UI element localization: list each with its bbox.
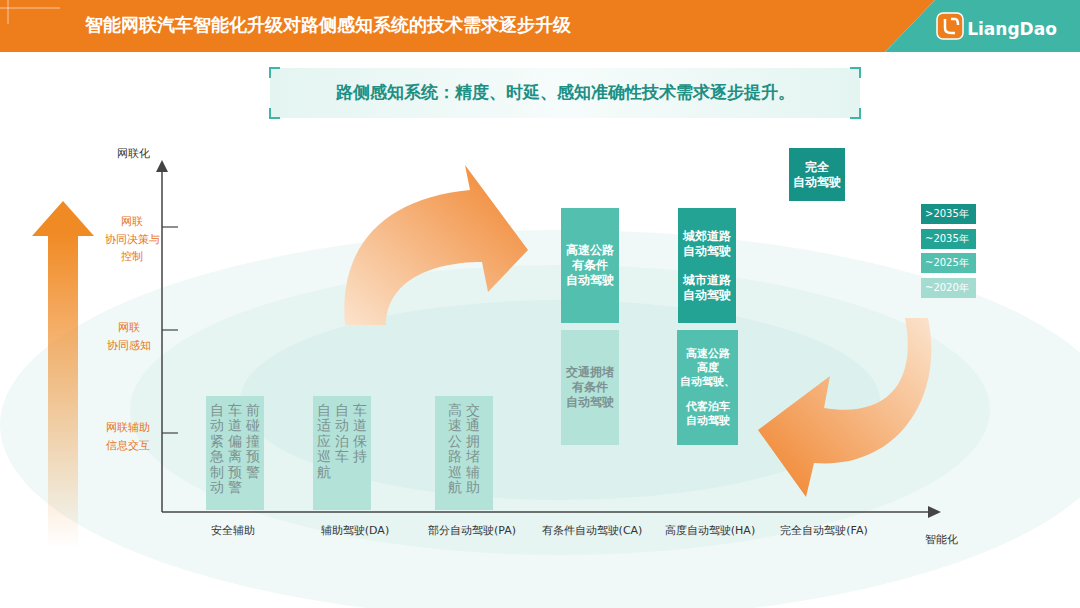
axis-tick-label: 高度自动驾驶(HA)	[652, 522, 768, 540]
axis-tick	[162, 432, 178, 433]
axis-tick-label: 网联 协同感知	[99, 319, 159, 354]
logo-icon	[937, 13, 963, 39]
node-text: 城郊道路 自动驾驶	[680, 229, 734, 259]
node-text: 前碰撞预警	[246, 403, 260, 480]
banner-corner	[885, 0, 1080, 52]
subtitle-box: 路侧感知系统：精度、时延、感知准确性技术需求逐步提升。	[270, 68, 860, 118]
feature-box: 交通拥堵辅助高速公路巡航	[435, 396, 493, 510]
feature-box: 交通拥堵 有条件 自动驾驶	[561, 330, 619, 445]
axis-title: 智能化	[916, 531, 966, 549]
axis-tick-label: 完全自动驾驶(FA)	[766, 522, 882, 540]
node-text: 自适应巡航	[317, 403, 331, 480]
axis-tick-label: 安全辅助	[178, 522, 288, 540]
node-text: 城市道路 自动驾驶	[680, 273, 734, 303]
legend-text: ~2020年	[925, 281, 969, 295]
legend-text: >2035年	[925, 207, 969, 221]
feature-box: 前碰撞预警车道偏离预警自动紧急制动	[206, 396, 264, 510]
node-text: 车道保持	[353, 403, 367, 465]
legend-text: ~2025年	[925, 256, 969, 270]
banner-decor	[8, 0, 9, 24]
legend-swatch: ~2020年	[921, 278, 976, 298]
node-text: 代客泊车 自动驾驶	[679, 400, 736, 428]
axis-tick-label: 网联 协同决策与 控制	[97, 213, 167, 266]
feature-box: 高速公路 高度 自动驾驶、代客泊车 自动驾驶	[677, 330, 738, 445]
banner-decor	[0, 8, 60, 9]
legend-swatch: ~2035年	[921, 229, 976, 249]
node-text: 高速公路 高度 自动驾驶、	[679, 347, 736, 388]
axis-tick-label: 部分自动驾驶(PA)	[414, 522, 530, 540]
big-arrow-head	[32, 201, 94, 236]
axis-title: 网联化	[108, 145, 158, 163]
axis-tick	[162, 329, 178, 330]
axis-arrowhead	[928, 506, 941, 518]
node-text: 交通拥堵辅助	[466, 403, 480, 495]
feature-box: 完全 自动驾驶	[789, 148, 845, 201]
feature-box: 城郊道路 自动驾驶城市道路 自动驾驶	[678, 208, 736, 323]
node-text: 自动泊车	[335, 403, 349, 465]
subtitle-ground	[270, 68, 860, 118]
big-arrow-shaft	[48, 232, 78, 548]
node-text: 路侧感知系统：精度、时延、感知准确性技术需求逐步提升。	[336, 82, 795, 103]
logo-icon	[945, 19, 958, 33]
page-title: 智能网联汽车智能化升级对路侧感知系统的技术需求逐步升级	[85, 13, 571, 37]
axis-tick-label: 网联辅助 信息交互	[98, 419, 158, 454]
node-text: 车道偏离预警	[228, 403, 242, 495]
node-text: 完全 自动驾驶	[791, 160, 843, 190]
node-text: 交通拥堵 有条件 自动驾驶	[563, 365, 617, 410]
title-banner	[0, 0, 935, 52]
node-text: 高速公路巡航	[448, 403, 462, 495]
x-axis	[162, 511, 930, 513]
curved-arrow	[758, 318, 931, 497]
legend-text: ~2035年	[925, 232, 969, 246]
axis-tick	[162, 226, 178, 227]
axis-tick-label: 有条件自动驾驶(CA)	[534, 522, 650, 540]
axis-arrowhead	[156, 160, 168, 172]
axis-tick-label: 辅助驾驶(DA)	[300, 522, 410, 540]
y-axis	[161, 170, 163, 512]
corner-bracket	[270, 68, 860, 118]
feature-box: 车道保持自动泊车自适应巡航	[313, 396, 371, 510]
node-text: 自动紧急制动	[210, 403, 224, 495]
logo-text: LiangDao	[966, 16, 1058, 43]
feature-box: 高速公路 有条件 自动驾驶	[561, 208, 619, 323]
legend-swatch: >2035年	[921, 204, 976, 224]
curved-arrow	[344, 165, 528, 325]
ellipse-ring	[130, 265, 990, 555]
node-text: 高速公路 有条件 自动驾驶	[563, 243, 617, 288]
legend-swatch: ~2025年	[921, 253, 976, 273]
